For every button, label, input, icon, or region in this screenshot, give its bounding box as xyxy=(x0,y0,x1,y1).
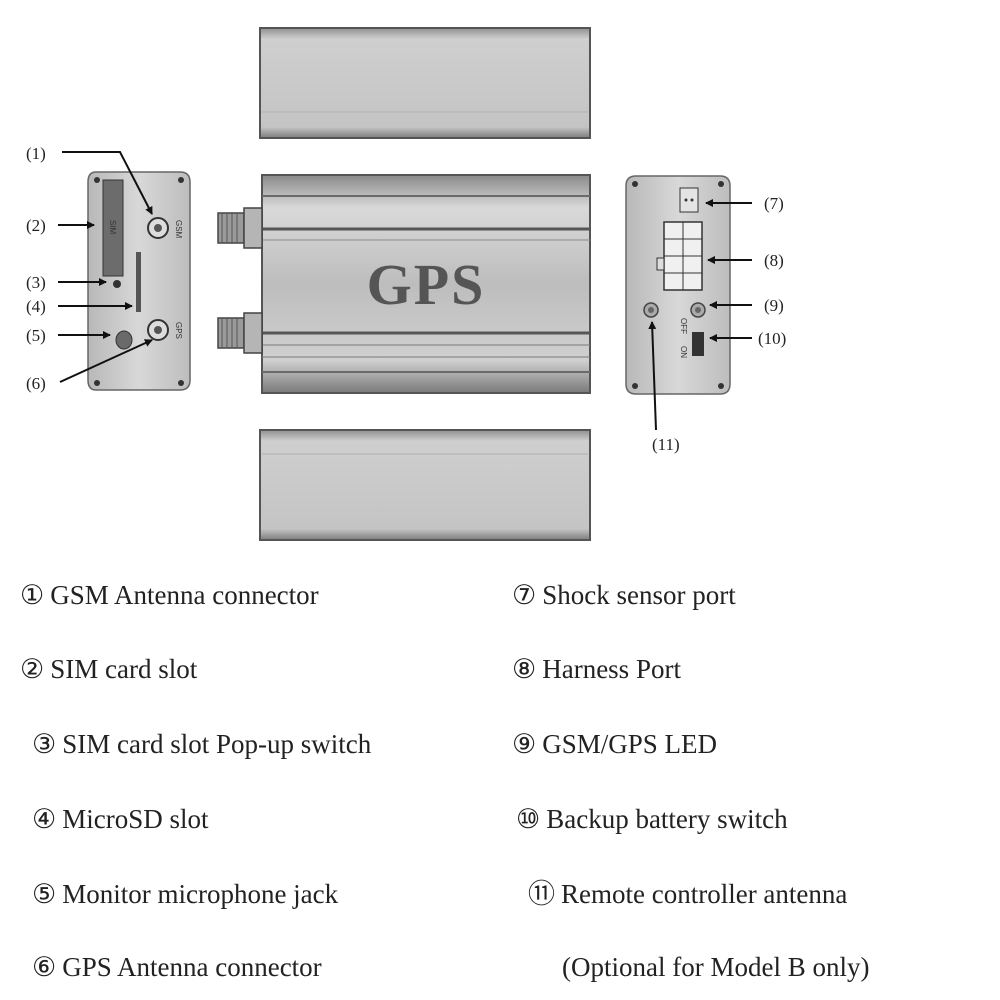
callout-6: (6) xyxy=(26,374,46,393)
gps-antenna-connector xyxy=(147,319,169,341)
microphone-jack xyxy=(115,330,133,350)
backup-battery-switch xyxy=(692,332,704,356)
pop-up-switch xyxy=(113,280,121,288)
led-indicator-left xyxy=(643,302,659,318)
legend-number: ⑤ xyxy=(32,879,57,909)
gsm-antenna-connector xyxy=(147,217,169,239)
legend-text: Monitor microphone jack xyxy=(62,879,339,909)
off-label: OFF xyxy=(679,318,688,334)
legend-text: GPS Antenna connector xyxy=(62,952,322,982)
legend-number: ① xyxy=(20,580,45,610)
legend-number: ⑨ xyxy=(512,729,537,759)
callout-5: (5) xyxy=(26,326,46,345)
legend-number: ⑥ xyxy=(32,952,57,982)
legend-number: ⑪ xyxy=(528,879,555,909)
right-end-panel: OFF ON xyxy=(625,175,731,395)
legend-number: ② xyxy=(20,654,45,684)
gps-brand-label: GPS xyxy=(367,252,486,317)
legend-text: GSM Antenna connector xyxy=(50,580,319,610)
on-label: ON xyxy=(679,346,688,358)
legend-text: Shock sensor port xyxy=(542,580,736,610)
main-body-antenna-connectors xyxy=(217,207,263,354)
microsd-slot xyxy=(136,252,141,312)
callout-8: (8) xyxy=(764,251,784,270)
left-end-panel: SIM GSM GPS xyxy=(87,171,191,391)
callout-4: (4) xyxy=(26,297,46,316)
gsm-gps-led xyxy=(690,302,706,318)
legend-text: Backup battery switch xyxy=(546,804,788,834)
legend-text: Remote controller antenna xyxy=(561,879,848,909)
legend-number: ④ xyxy=(32,804,57,834)
callout-7: (7) xyxy=(764,194,784,213)
legend-number: ⑩ xyxy=(516,804,541,834)
callout-labels: (1) (2) (3) (4) (5) (6) (7) (8) (9) (10)… xyxy=(26,144,786,454)
shock-sensor-port xyxy=(679,187,699,213)
gsm-port-label: GSM xyxy=(174,220,183,239)
legend-text: GSM/GPS LED xyxy=(542,729,718,759)
sim-card-slot xyxy=(102,179,124,277)
device-main-body: GPS xyxy=(261,174,591,394)
callout-10: (10) xyxy=(758,329,786,348)
leader-lines xyxy=(58,151,752,431)
top-cover-plate xyxy=(259,27,591,139)
legend-note: (Optional for Model B only) xyxy=(562,952,870,982)
legend-number: ⑧ xyxy=(512,654,537,684)
callout-11: (11) xyxy=(652,435,680,454)
legend-text: Harness Port xyxy=(542,654,681,684)
device-diagram: GPS SIM GSM GPS xyxy=(26,27,786,541)
harness-port xyxy=(656,221,703,291)
gps-port-label: GPS xyxy=(174,322,183,339)
callout-3: (3) xyxy=(26,273,46,292)
legend-text: MicroSD slot xyxy=(62,804,209,834)
callout-1: (1) xyxy=(26,144,46,163)
callout-9: (9) xyxy=(764,296,784,315)
legend-text: SIM card slot xyxy=(50,654,198,684)
legend-number: ③ xyxy=(32,729,57,759)
bottom-cover-plate xyxy=(259,429,591,541)
legend-number: ⑦ xyxy=(512,580,537,610)
sim-label: SIM xyxy=(108,220,117,235)
callout-2: (2) xyxy=(26,216,46,235)
legend-text: SIM card slot Pop-up switch xyxy=(62,729,372,759)
